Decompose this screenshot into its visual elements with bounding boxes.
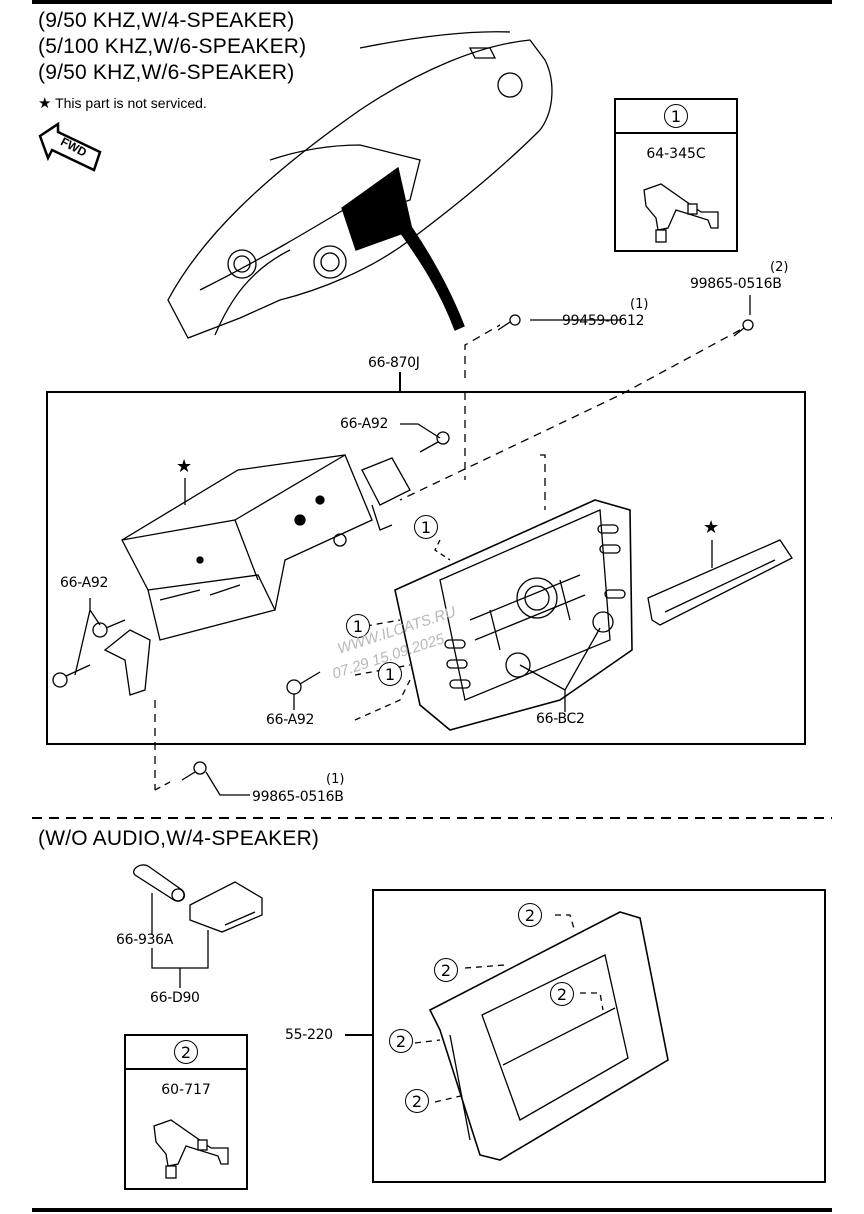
bottom-border-rule (32, 1208, 832, 1212)
clip-ref-circle[interactable]: 2 (405, 1089, 429, 1113)
legend-header: 1 (616, 100, 736, 134)
variant-line-3: (9/50 KHZ,W/6-SPEAKER) (38, 61, 295, 84)
screw-66A92-top (419, 431, 450, 453)
not-serviced-note: ★ This part is not serviced. (38, 94, 207, 112)
display-unit-drawing (647, 539, 793, 626)
part-number-label[interactable]: 66-A92 (266, 712, 315, 728)
clip-ref-circle[interactable]: 1 (378, 662, 402, 686)
top-border-rule (32, 0, 832, 4)
clip-ref-circle[interactable]: 1 (414, 515, 438, 539)
clip-ref-circle: 1 (664, 104, 688, 128)
screw-99459 (497, 314, 521, 331)
part-number-label[interactable]: 99459-0612 (562, 313, 645, 329)
clip-legend-1: 1 64-345C (614, 98, 738, 252)
quantity-label: (1) (630, 297, 649, 312)
not-serviced-star-icon: ★ (176, 456, 193, 476)
part-number-label[interactable]: 66-A92 (340, 416, 389, 432)
clip-legend-2: 2 60-717 (124, 1034, 248, 1190)
clip-ref-circle[interactable]: 2 (434, 958, 458, 982)
screw-66A92-bottom (286, 671, 321, 695)
dashboard-drawing (167, 31, 553, 339)
legend-part-number[interactable]: 64-345C (646, 146, 706, 162)
connector-66-936A-drawing (133, 864, 186, 902)
panel-frame (372, 889, 826, 1183)
part-number-label[interactable]: 99865-0516B (690, 276, 782, 292)
part-number-label[interactable]: 55-220 (285, 1027, 333, 1043)
clip-ref-circle[interactable]: 2 (518, 903, 542, 927)
clip-ref-circle: 2 (174, 1040, 198, 1064)
connector-66-D90-drawing (189, 881, 263, 933)
fwd-arrow-icon: FWD (36, 122, 106, 177)
screw-66A92-left-2 (52, 664, 91, 688)
audio-assembly-frame (46, 391, 806, 745)
variant-line-2: (5/100 KHZ,W/6-SPEAKER) (38, 35, 307, 58)
clip-ref-circle[interactable]: 1 (346, 614, 370, 638)
screw-99865-top (733, 319, 754, 337)
quantity-label: (1) (326, 772, 345, 787)
clip-ref-circle[interactable]: 2 (389, 1029, 413, 1053)
section-title: (W/O AUDIO,W/4-SPEAKER) (38, 827, 320, 850)
not-serviced-star-icon: ★ (703, 517, 720, 537)
screw-66A92-left-1 (92, 619, 126, 638)
part-number-label[interactable]: 66-870J (368, 355, 420, 371)
quantity-label: (2) (770, 260, 789, 275)
clip-icon (153, 1119, 229, 1179)
variant-line-1: (9/50 KHZ,W/4-SPEAKER) (38, 9, 295, 32)
part-number-label[interactable]: 66-BC2 (536, 711, 585, 727)
cd-mechanism-drawing (121, 454, 373, 641)
clip-icon (643, 183, 719, 243)
part-number-label[interactable]: 66-936A (116, 932, 174, 948)
star-icon: ★ (38, 95, 52, 112)
center-panel-drawing (428, 911, 669, 1161)
audio-faceplate-drawing (394, 499, 633, 731)
audio-unit-location-fill (341, 166, 413, 251)
screw-99865-bottom (181, 761, 207, 781)
legend-part-number[interactable]: 60-717 (161, 1082, 211, 1098)
legend-header: 2 (126, 1036, 246, 1070)
clip-ref-circle[interactable]: 2 (550, 982, 574, 1006)
part-number-label[interactable]: 66-A92 (60, 575, 109, 591)
not-serviced-text: This part is not serviced. (55, 95, 207, 111)
location-pointer (398, 227, 465, 331)
part-number-label[interactable]: 66-D90 (150, 990, 200, 1006)
part-number-label[interactable]: 99865-0516B (252, 789, 344, 805)
